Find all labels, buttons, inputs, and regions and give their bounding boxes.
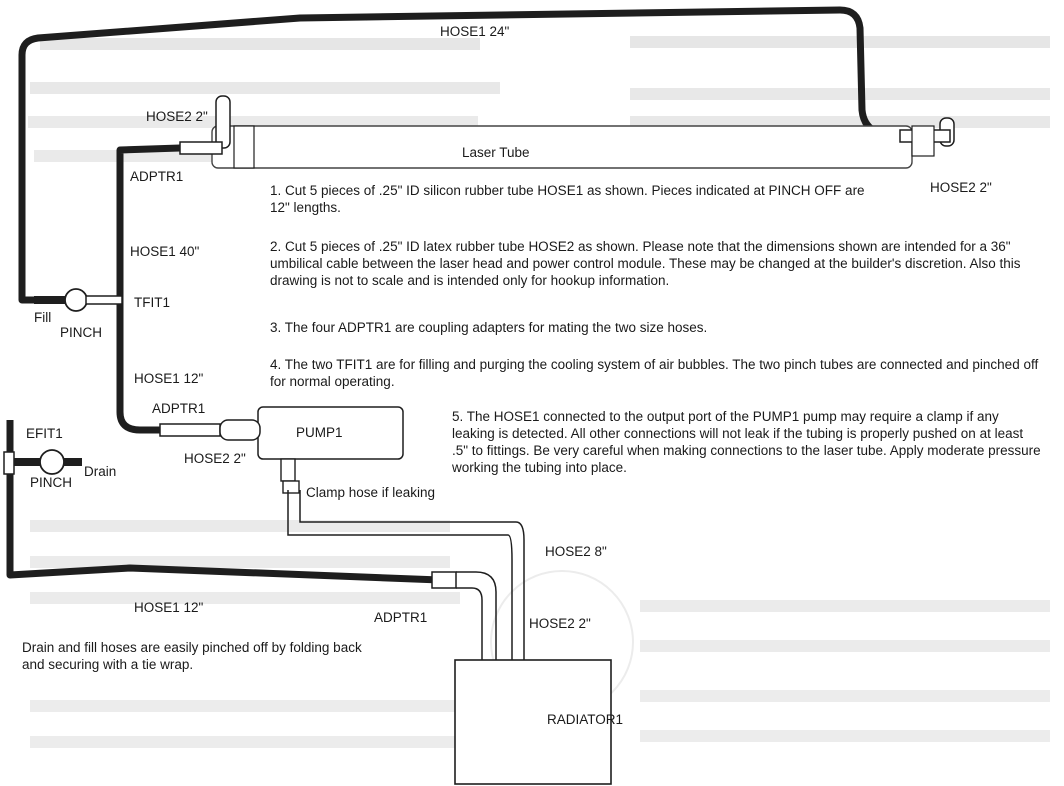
pump-outlet bbox=[280, 458, 296, 482]
label-pump1: PUMP1 bbox=[296, 425, 343, 440]
note-1: 1. Cut 5 pieces of .25" ID silicon rubbe… bbox=[270, 183, 865, 215]
hose2-top-left-tube bbox=[215, 95, 231, 149]
hose2-8-tube-inner bbox=[299, 490, 525, 660]
hose2-8-tube bbox=[287, 490, 513, 660]
label-adptr1-top: ADPTR1 bbox=[130, 169, 183, 184]
clamp-fitting bbox=[282, 480, 300, 494]
label-adptr1-bottom: ADPTR1 bbox=[374, 610, 427, 625]
note-4: 4. The two TFIT1 are for filling and pur… bbox=[270, 357, 1039, 389]
label-clamp: Clamp hose if leaking bbox=[306, 485, 435, 500]
label-hose2-2-mid: HOSE2 2" bbox=[184, 451, 246, 466]
label-hose2-2-top-left: HOSE2 2" bbox=[146, 109, 208, 124]
note-2: 2. Cut 5 pieces of .25" ID latex rubber … bbox=[270, 239, 1021, 288]
efit1-fitting bbox=[3, 451, 15, 475]
tfit1-fitting bbox=[85, 295, 123, 305]
note-5: 5. The HOSE1 connected to the output por… bbox=[452, 409, 1041, 475]
label-tfit1: TFIT1 bbox=[134, 295, 170, 310]
label-hose1-12-bottom: HOSE1 12" bbox=[134, 600, 204, 615]
adptr1-mid-fitting bbox=[159, 423, 221, 437]
label-radiator1: RADIATOR1 bbox=[547, 712, 623, 727]
hose2-mid-tube bbox=[219, 419, 261, 441]
hose2-bottom-elbow bbox=[456, 571, 497, 660]
note-drain-fill: Drain and fill hoses are easily pinched … bbox=[22, 640, 362, 672]
hose1-12-mid-tube bbox=[116, 300, 160, 434]
label-fill: Fill bbox=[34, 310, 51, 325]
hose1-40-tube bbox=[116, 144, 181, 300]
adptr1-bottom-fitting bbox=[431, 571, 457, 589]
label-hose1-40: HOSE1 40" bbox=[130, 244, 200, 259]
label-hose1-24: HOSE1 24" bbox=[440, 24, 510, 39]
adptr1-top-fitting bbox=[179, 141, 223, 155]
laser-tube-endcap-left bbox=[233, 125, 255, 169]
label-hose2-8: HOSE2 8" bbox=[545, 544, 607, 559]
laser-tube-body bbox=[211, 125, 913, 169]
label-hose1-12-mid: HOSE1 12" bbox=[134, 371, 204, 386]
note-3: 3. The four ADPTR1 are coupling adapters… bbox=[270, 320, 708, 335]
hose1-12-bottom-tube bbox=[6, 420, 441, 584]
pinch-bottom-icon bbox=[39, 449, 65, 475]
laser-tube-endcap-right bbox=[911, 125, 935, 157]
label-hose2-2-top-right: HOSE2 2" bbox=[930, 180, 992, 195]
label-pinch-top: PINCH bbox=[60, 325, 102, 340]
label-adptr1-mid: ADPTR1 bbox=[152, 401, 205, 416]
radiator1-body bbox=[454, 659, 612, 785]
label-hose2-2-bottom: HOSE2 2" bbox=[529, 616, 591, 631]
label-drain: Drain bbox=[84, 464, 116, 479]
label-laser-tube: Laser Tube bbox=[462, 145, 530, 160]
label-pinch-bottom: PINCH bbox=[30, 475, 72, 490]
pinch-top-icon bbox=[64, 288, 88, 312]
label-efit1: EFIT1 bbox=[26, 426, 63, 441]
